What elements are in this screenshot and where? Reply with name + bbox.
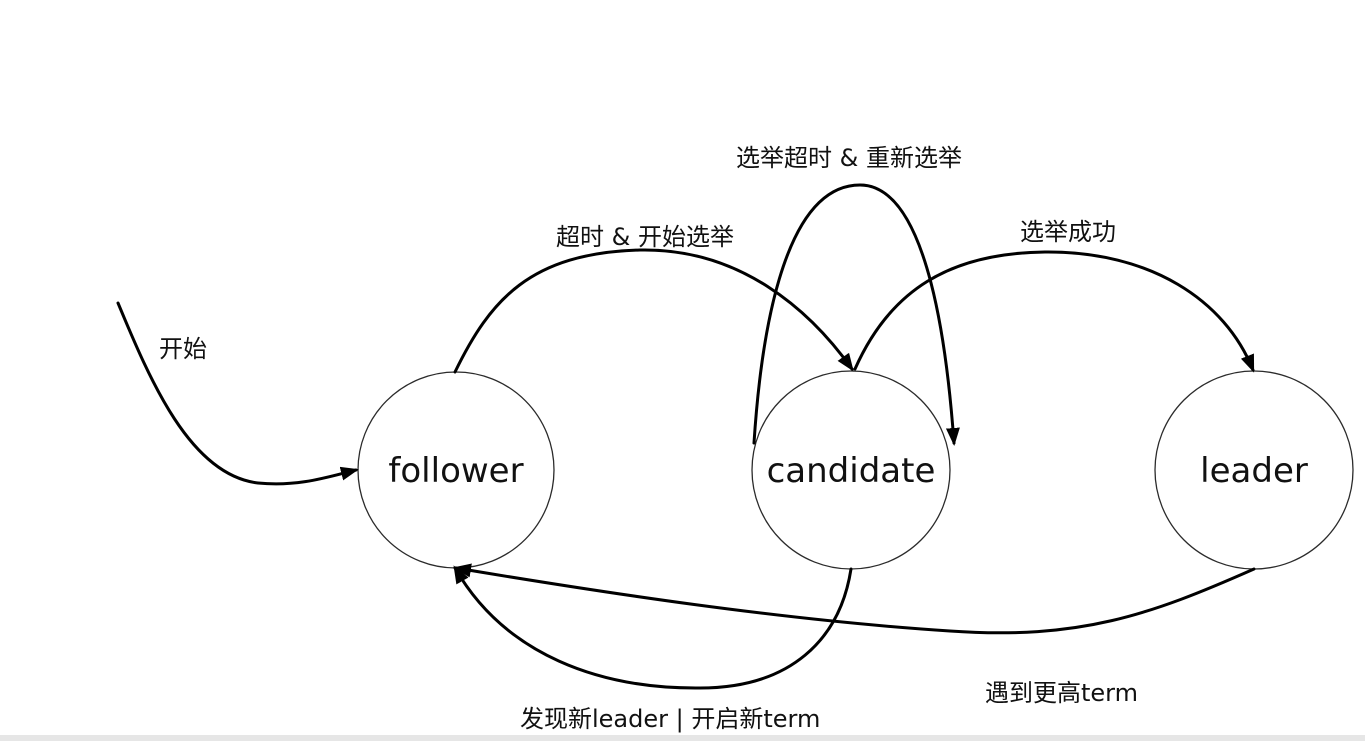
edge-timeout-start-election [453,248,854,374]
state-leader-label: leader [1200,451,1308,491]
state-follower-label: follower [388,451,523,491]
edge-discover-leader-or-new-term [453,565,853,690]
edge-election-timeout-reelect [752,183,960,446]
edge-higher-term-label: 遇到更高term [985,679,1138,707]
bottom-strip [0,735,1365,741]
edge-discover-leader-or-new-term-label: 发现新leader | 开启新term [520,705,820,733]
state-candidate: candidate [751,370,951,570]
edge-election-success-label: 选举成功 [1020,218,1116,246]
edge-higher-term [453,563,1256,635]
state-candidate-label: candidate [767,451,936,491]
edge-start-label: 开始 [159,335,207,363]
edge-election-timeout-reelect-label: 选举超时 & 重新选举 [736,144,962,172]
edge-start [116,301,359,486]
state-follower: follower [357,371,555,569]
edge-election-success [853,250,1255,373]
edge-timeout-start-election-label: 超时 & 开始选举 [556,223,734,251]
state-leader: leader [1154,370,1354,570]
